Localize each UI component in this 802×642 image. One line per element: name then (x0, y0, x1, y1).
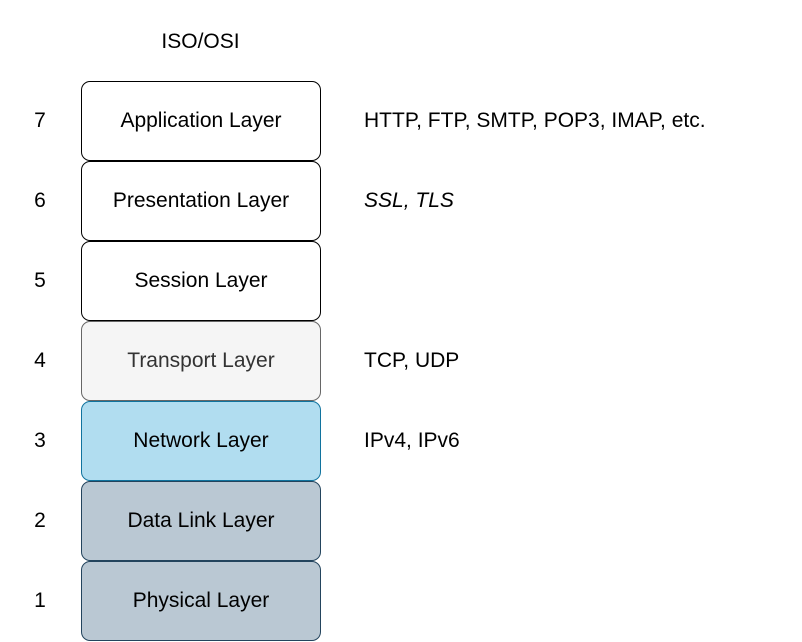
layer-number: 5 (34, 269, 46, 292)
transport-layer-box: Transport Layer (81, 321, 321, 401)
layer-number: 3 (34, 429, 46, 452)
data-link-layer-box: Data Link Layer (81, 481, 321, 561)
physical-layer-box: Physical Layer (81, 561, 321, 641)
layer-row-5: 5 Session Layer (0, 241, 802, 321)
application-layer-box: Application Layer (81, 81, 321, 161)
layer-row-2: 2 Data Link Layer (0, 481, 802, 561)
layer-row-7: 7 Application Layer HTTP, FTP, SMTP, POP… (0, 81, 802, 161)
layer-number: 1 (34, 589, 46, 612)
layer-number: 4 (34, 349, 46, 372)
layer-number: 6 (34, 189, 46, 212)
diagram-title: ISO/OSI (161, 30, 240, 53)
layer-number: 2 (34, 509, 46, 532)
layer-row-3: 3 Network Layer IPv4, IPv6 (0, 401, 802, 481)
application-layer-protocols: HTTP, FTP, SMTP, POP3, IMAP, etc. (364, 109, 706, 132)
network-layer-box: Network Layer (81, 401, 321, 481)
presentation-layer-box: Presentation Layer (81, 161, 321, 241)
session-layer-box: Session Layer (81, 241, 321, 321)
layer-row-6: 6 Presentation Layer SSL, TLS (0, 161, 802, 241)
network-layer-protocols: IPv4, IPv6 (364, 429, 460, 452)
transport-layer-protocols: TCP, UDP (364, 349, 460, 372)
layer-row-4: 4 Transport Layer TCP, UDP (0, 321, 802, 401)
layer-row-1: 1 Physical Layer (0, 561, 802, 641)
presentation-layer-protocols: SSL, TLS (364, 189, 454, 212)
layer-number: 7 (34, 109, 46, 132)
